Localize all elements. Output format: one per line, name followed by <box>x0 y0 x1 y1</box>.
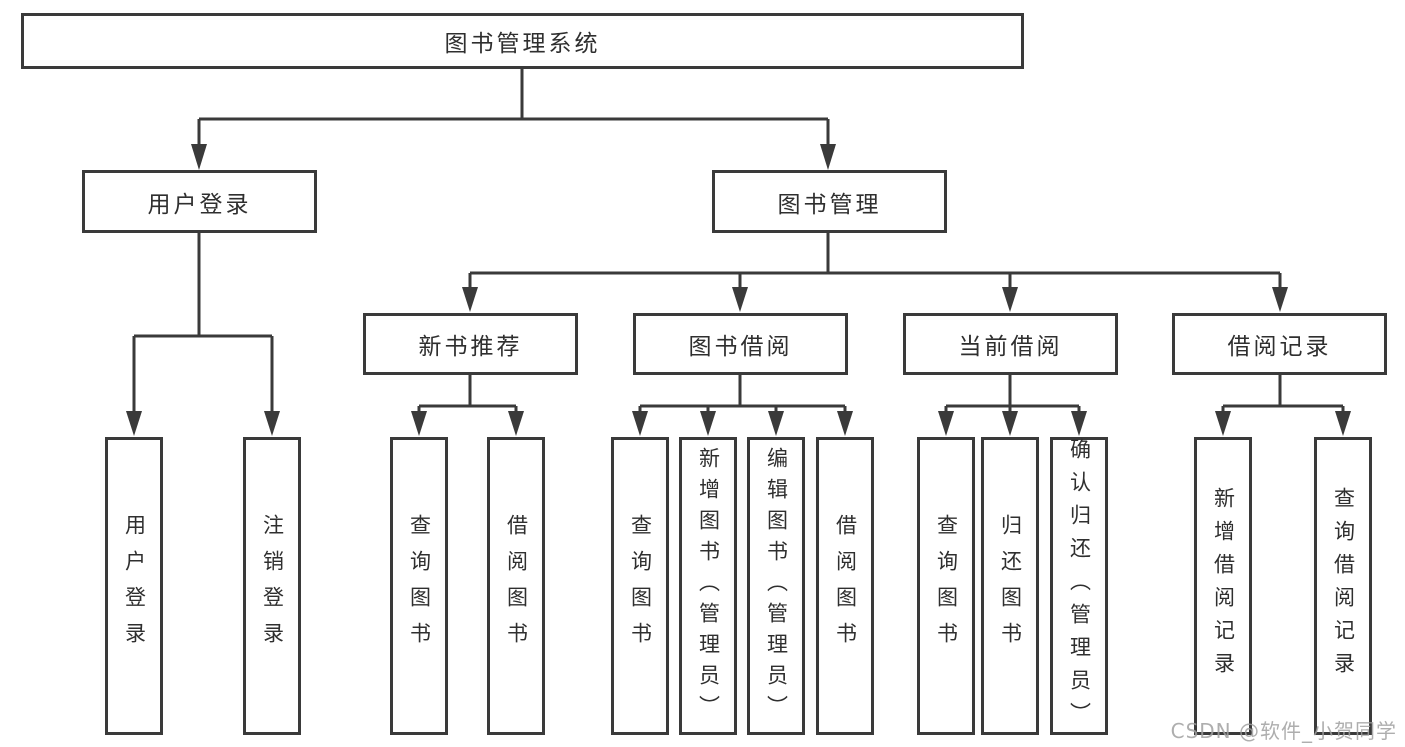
arrow-icon <box>264 411 280 436</box>
leaf-confirm-return-admin: 确认归还（管理员） <box>1050 437 1108 735</box>
node-book-management: 图书管理 <box>712 170 947 233</box>
arrow-icon <box>1272 287 1288 312</box>
edge-book-management-to-level3 <box>468 233 1282 290</box>
node-label: 新书推荐 <box>418 334 523 360</box>
leaf-add-book-admin: 新增图书（管理员） <box>679 437 737 735</box>
arrow-icon <box>191 144 207 170</box>
leaf-query-borrow-record: 查询借阅记录 <box>1314 437 1372 735</box>
node-user-login: 用户登录 <box>82 170 317 233</box>
node-borrow-records: 借阅记录 <box>1172 313 1387 375</box>
node-label: 查询借阅记录 <box>1331 487 1356 685</box>
arrow-icon <box>462 287 478 312</box>
node-current-borrow: 当前借阅 <box>903 313 1118 375</box>
arrow-icon <box>126 411 142 436</box>
arrow-icon <box>768 411 784 436</box>
node-label: 注销登录 <box>260 514 285 658</box>
leaf-logout: 注销登录 <box>243 437 301 735</box>
arrow-icon <box>1215 411 1231 436</box>
arrow-icon <box>837 411 853 436</box>
node-label: 图书借阅 <box>688 334 793 360</box>
edge-borrow-record-to-leaves <box>1221 375 1345 413</box>
arrow-icon <box>1002 287 1018 312</box>
leaf-query-books-recommend: 查询图书 <box>390 437 448 735</box>
node-label: 查询图书 <box>407 514 432 658</box>
edge-book-borrow-to-leaves <box>638 375 847 413</box>
leaf-borrow-books: 借阅图书 <box>816 437 874 735</box>
edge-current-borrow-to-leaves <box>944 375 1081 413</box>
node-book-management-system: 图书管理系统 <box>21 13 1024 69</box>
arrow-icon <box>1071 411 1087 436</box>
node-label: 借阅记录 <box>1227 334 1332 360</box>
arrow-icon <box>411 411 427 436</box>
node-label: 借阅图书 <box>833 514 858 658</box>
watermark: CSDN @软件_小贺同学 <box>1170 719 1397 743</box>
node-label: 编辑图书（管理员） <box>764 446 789 726</box>
arrow-icon <box>1335 411 1351 436</box>
node-label: 用户登录 <box>122 514 147 658</box>
arrowheads <box>126 144 1351 436</box>
node-label: 新增图书（管理员） <box>696 446 721 726</box>
node-label: 用户登录 <box>147 191 252 218</box>
arrow-icon <box>632 411 648 436</box>
leaf-add-borrow-record: 新增借阅记录 <box>1194 437 1252 735</box>
edge-user-login-to-leaves <box>132 233 274 413</box>
leaf-edit-book-admin: 编辑图书（管理员） <box>747 437 805 735</box>
node-label: 图书管理系统 <box>444 31 601 57</box>
node-label: 查询图书 <box>934 514 959 658</box>
node-label: 当前借阅 <box>958 334 1063 360</box>
arrow-icon <box>732 287 748 312</box>
leaf-query-books-current: 查询图书 <box>917 437 975 735</box>
leaf-return-books: 归还图书 <box>981 437 1039 735</box>
arrow-icon <box>700 411 716 436</box>
leaf-borrow-books-recommend: 借阅图书 <box>487 437 545 735</box>
node-new-book-recommend: 新书推荐 <box>363 313 578 375</box>
arrow-icon <box>820 144 836 170</box>
node-book-borrow: 图书借阅 <box>633 313 848 375</box>
node-label: 新增借阅记录 <box>1211 487 1236 685</box>
leaf-query-books-borrow: 查询图书 <box>611 437 669 735</box>
node-label: 归还图书 <box>998 514 1023 658</box>
edge-root-to-level2 <box>197 69 830 147</box>
arrow-icon <box>938 411 954 436</box>
arrow-icon <box>508 411 524 436</box>
node-label: 确认归还（管理员） <box>1067 437 1092 735</box>
node-label: 查询图书 <box>628 514 653 658</box>
edge-new-book-to-leaves <box>417 375 518 413</box>
leaf-user-login: 用户登录 <box>105 437 163 735</box>
node-label: 图书管理 <box>777 191 882 218</box>
arrow-icon <box>1002 411 1018 436</box>
node-label: 借阅图书 <box>504 514 529 658</box>
